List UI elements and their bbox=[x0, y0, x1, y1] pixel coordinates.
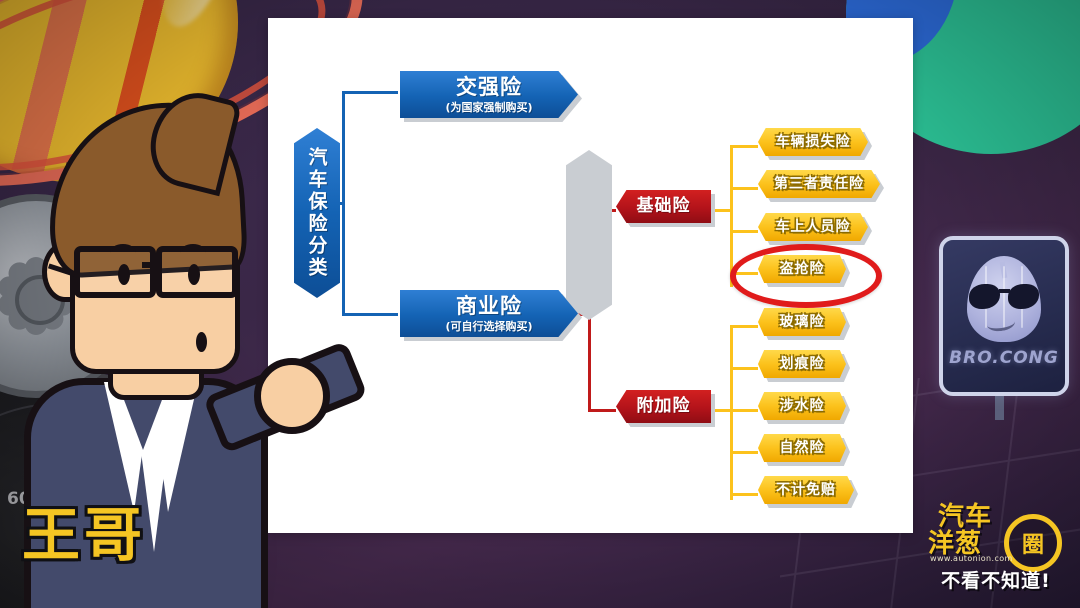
connector-yellow-add-5 bbox=[730, 493, 758, 496]
connector-yellow-basic-3 bbox=[730, 230, 758, 233]
node-jichuxian[interactable]: 基础险 bbox=[616, 190, 711, 223]
connector-yellow-add-1 bbox=[730, 325, 758, 328]
connector-yellow-basic-in bbox=[711, 209, 733, 212]
node-disanzhezerenxian[interactable]: 第三者责任险 bbox=[758, 170, 880, 198]
connector-yellow-add-3 bbox=[730, 409, 758, 412]
node-bujimianpei[interactable]: 不计免赔 bbox=[758, 476, 854, 504]
brand-line1: 汽车 bbox=[938, 502, 993, 532]
connector-yellow-add-vertical bbox=[730, 325, 733, 500]
node-shangyexian-subtitle: (可自行选择购买) bbox=[445, 319, 533, 333]
glasses-icon bbox=[47, 244, 244, 298]
node-bolixian[interactable]: 玻璃险 bbox=[758, 308, 846, 336]
root-node-car-insurance-classification[interactable]: 汽车保险分类 bbox=[294, 128, 340, 298]
sunglasses-icon bbox=[969, 284, 1039, 310]
character-hand bbox=[254, 358, 330, 434]
node-fujiaxian-title: 附加险 bbox=[636, 396, 691, 416]
node-shangyexian-title: 商业险 bbox=[456, 293, 522, 318]
connector-blue-to-jiaoqiang bbox=[342, 91, 398, 94]
sign-post bbox=[995, 386, 1004, 420]
node-jiaoqiangxian-title: 交强险 bbox=[456, 74, 522, 99]
connector-yellow-basic-2 bbox=[730, 187, 758, 190]
insurance-classification-diagram: 汽车保险分类 交强险 (为国家强制购买) 商业险 (可自行选择购买) 基础险 bbox=[268, 18, 913, 533]
root-node-label: 汽车保险分类 bbox=[305, 147, 328, 279]
character-name-tag: 王哥 bbox=[22, 501, 147, 569]
node-disanzhezerenxian-title: 第三者责任险 bbox=[774, 176, 864, 192]
connector-yellow-add-2 bbox=[730, 367, 758, 370]
node-cheliangsunshixian[interactable]: 车辆损失险 bbox=[758, 128, 868, 156]
node-ziranxian[interactable]: 自然险 bbox=[758, 434, 846, 462]
brand-coin-icon: 圈 bbox=[1004, 514, 1062, 572]
node-jichuxian-title: 基础险 bbox=[636, 196, 691, 216]
brocong-sign-label: BRO.CONG bbox=[949, 348, 1059, 368]
presenter-character: 王哥 bbox=[0, 83, 400, 608]
brand-url: www.autonion.com bbox=[930, 554, 1013, 563]
node-huahenxian[interactable]: 划痕险 bbox=[758, 350, 846, 378]
node-fujiaxian[interactable]: 附加险 bbox=[616, 390, 711, 423]
connector-yellow-basic-1 bbox=[730, 145, 758, 148]
node-jiaoqiangxian-subtitle: (为国家强制购买) bbox=[445, 100, 533, 114]
connector-blue-to-shangye bbox=[342, 313, 398, 316]
node-huahenxian-title: 划痕险 bbox=[779, 356, 825, 372]
character-nose bbox=[196, 332, 207, 352]
brocong-watermark-sign: BRO.CONG bbox=[939, 236, 1069, 396]
node-sheshuixian-title: 涉水险 bbox=[779, 398, 825, 414]
node-sheshuixian[interactable]: 涉水险 bbox=[758, 392, 846, 420]
connector-red-to-fujia bbox=[588, 409, 616, 412]
brand-line2: 洋葱 bbox=[928, 529, 983, 559]
brand-slogan: 不看不知道! bbox=[941, 570, 1051, 592]
node-bolixian-title: 玻璃险 bbox=[779, 314, 825, 330]
brand-logo: 汽车 洋葱 圈 www.autonion.com 不看不知道! bbox=[926, 496, 1066, 600]
node-cheliangsunshixian-title: 车辆损失险 bbox=[775, 134, 851, 150]
connector-yellow-basic-vertical bbox=[730, 145, 733, 287]
highlight-ellipse-daoqiangxian bbox=[730, 244, 882, 308]
connector-yellow-add-4 bbox=[730, 451, 758, 454]
node-cheshangrenyuanxian-title: 车上人员险 bbox=[775, 219, 851, 235]
root-node-shadow bbox=[566, 150, 612, 320]
node-shangyexian[interactable]: 商业险 (可自行选择购买) bbox=[400, 290, 578, 337]
node-bujimianpei-title: 不计免赔 bbox=[776, 482, 836, 498]
node-jiaoqiangxian[interactable]: 交强险 (为国家强制购买) bbox=[400, 71, 578, 118]
node-cheshangrenyuanxian[interactable]: 车上人员险 bbox=[758, 213, 868, 241]
diagram-panel: 汽车保险分类 交强险 (为国家强制购买) 商业险 (可自行选择购买) 基础险 bbox=[268, 18, 913, 533]
connector-yellow-add-in bbox=[711, 409, 733, 412]
node-ziranxian-title: 自然险 bbox=[779, 440, 825, 456]
